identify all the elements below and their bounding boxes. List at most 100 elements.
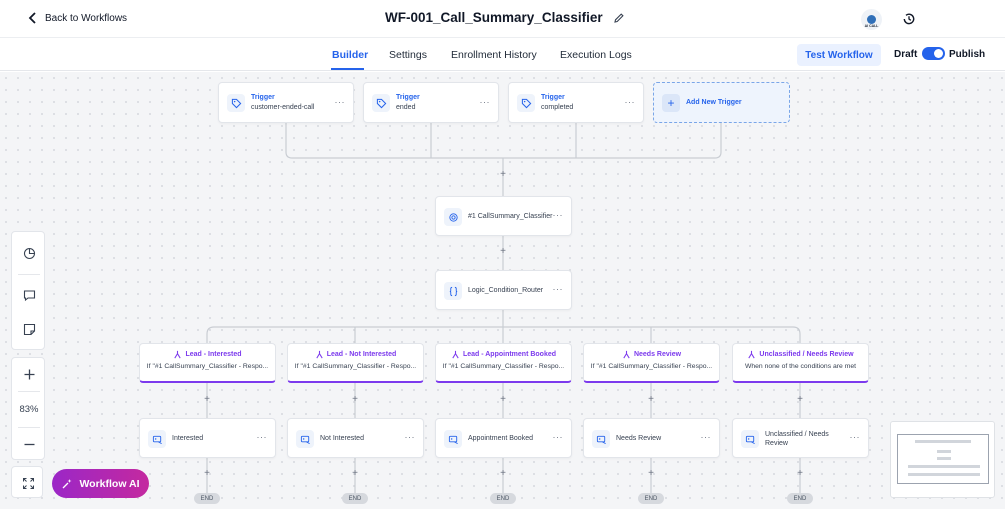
action-node-appointment-booked[interactable]: Appointment Booked ··· bbox=[435, 418, 572, 458]
more-options-icon[interactable]: ··· bbox=[479, 97, 490, 107]
add-step-plus-icon[interactable]: + bbox=[352, 468, 358, 479]
end-marker: END bbox=[787, 493, 813, 504]
action-node-unclassified[interactable]: Unclassified / Needs Review ··· bbox=[732, 418, 869, 458]
more-options-icon[interactable]: ··· bbox=[624, 97, 635, 107]
minimap-node bbox=[908, 473, 980, 476]
tab-settings[interactable]: Settings bbox=[389, 49, 427, 61]
active-tab-indicator bbox=[331, 68, 364, 70]
stats-button[interactable] bbox=[12, 239, 46, 267]
trigger-value: ended bbox=[396, 104, 416, 111]
more-options-icon[interactable]: ··· bbox=[552, 284, 563, 294]
branch-needs-review[interactable]: Needs Review If "#1 CallSummary_Classifi… bbox=[583, 343, 720, 383]
trigger-value: completed bbox=[541, 104, 574, 111]
branch-title: Lead - Not Interested bbox=[288, 350, 423, 359]
avatar[interactable]: AI CALL bbox=[861, 9, 882, 30]
tag-icon bbox=[517, 94, 535, 112]
sticky-note-button[interactable] bbox=[12, 315, 46, 343]
branch-split-icon bbox=[174, 350, 182, 359]
add-step-plus-icon[interactable]: + bbox=[797, 468, 803, 479]
more-options-icon[interactable]: ··· bbox=[256, 432, 267, 442]
branch-condition: If "#1 CallSummary_Classifier - Respo... bbox=[146, 363, 269, 370]
tag-icon bbox=[227, 94, 245, 112]
trigger-card-ended[interactable]: Trigger ended ··· bbox=[363, 82, 499, 123]
back-to-workflows-link[interactable]: Back to Workflows bbox=[27, 12, 127, 24]
chevron-left-icon bbox=[28, 12, 36, 24]
more-options-icon[interactable]: ··· bbox=[552, 432, 563, 442]
tab-execution-logs[interactable]: Execution Logs bbox=[560, 49, 632, 61]
more-options-icon[interactable]: ··· bbox=[404, 432, 415, 442]
branch-lead-appointment-booked[interactable]: Lead - Appointment Booked If "#1 CallSum… bbox=[435, 343, 572, 383]
trigger-type: Trigger bbox=[541, 94, 565, 101]
add-step-plus-icon[interactable]: + bbox=[204, 394, 210, 405]
branch-lead-interested[interactable]: Lead - Interested If "#1 CallSummary_Cla… bbox=[139, 343, 276, 383]
trigger-card-completed[interactable]: Trigger completed ··· bbox=[508, 82, 644, 123]
workflow-ai-button[interactable]: Workflow AI bbox=[52, 469, 149, 498]
branch-split-icon bbox=[623, 350, 630, 359]
sticky-note-icon bbox=[23, 323, 35, 335]
add-step-plus-icon[interactable]: + bbox=[500, 394, 506, 405]
update-tag-icon bbox=[296, 430, 314, 448]
comments-button[interactable] bbox=[12, 281, 46, 309]
publish-toggle[interactable] bbox=[922, 47, 945, 60]
ai-classifier-node[interactable]: #1 CallSummary_Classifier ··· bbox=[435, 196, 572, 236]
action-label: Needs Review bbox=[616, 435, 662, 442]
add-step-plus-icon[interactable]: + bbox=[500, 468, 506, 479]
tab-builder[interactable]: Builder bbox=[332, 49, 369, 61]
minimap-viewport bbox=[897, 434, 989, 484]
test-workflow-button[interactable]: Test Workflow bbox=[797, 44, 881, 66]
branch-split-icon bbox=[452, 350, 459, 359]
add-step-plus-icon[interactable]: + bbox=[648, 468, 654, 479]
divider bbox=[18, 427, 40, 428]
add-step-plus-icon[interactable]: + bbox=[500, 169, 506, 180]
branch-title: Needs Review bbox=[584, 350, 719, 359]
branch-lead-not-interested[interactable]: Lead - Not Interested If "#1 CallSummary… bbox=[287, 343, 424, 383]
magic-wand-icon bbox=[62, 478, 72, 488]
top-header: Back to Workflows WF-001_Call_Summary_Cl… bbox=[0, 0, 1005, 38]
action-node-needs-review[interactable]: Needs Review ··· bbox=[583, 418, 720, 458]
router-node-label: Logic_Condition_Router bbox=[468, 287, 544, 294]
minimap[interactable] bbox=[890, 421, 995, 498]
action-node-interested[interactable]: Interested ··· bbox=[139, 418, 276, 458]
branch-unclassified[interactable]: Unclassified / Needs Review When none of… bbox=[732, 343, 869, 383]
branch-split-icon bbox=[748, 350, 756, 359]
trigger-type: Trigger bbox=[396, 94, 420, 101]
more-options-icon[interactable]: ··· bbox=[552, 210, 563, 220]
add-step-plus-icon[interactable]: + bbox=[500, 246, 506, 257]
router-node[interactable]: Logic_Condition_Router ··· bbox=[435, 270, 572, 310]
zoom-in-button[interactable] bbox=[12, 360, 46, 388]
more-options-icon[interactable]: ··· bbox=[849, 432, 860, 442]
branch-condition: When none of the conditions are met bbox=[744, 363, 857, 370]
tab-enrollment-history[interactable]: Enrollment History bbox=[451, 49, 537, 61]
add-new-trigger-button[interactable]: + Add New Trigger bbox=[653, 82, 790, 123]
update-tag-icon bbox=[592, 430, 610, 448]
add-step-plus-icon[interactable]: + bbox=[204, 468, 210, 479]
pie-chart-icon bbox=[23, 247, 35, 259]
avatar-text: AI CALL bbox=[864, 24, 879, 28]
add-trigger-label: Add New Trigger bbox=[686, 99, 742, 106]
trigger-card-customer-ended-call[interactable]: Trigger customer-ended-call ··· bbox=[218, 82, 354, 123]
more-options-icon[interactable]: ··· bbox=[700, 432, 711, 442]
back-label: Back to Workflows bbox=[45, 12, 128, 24]
add-step-plus-icon[interactable]: + bbox=[797, 394, 803, 405]
minimap-node bbox=[908, 465, 980, 468]
more-options-icon[interactable]: ··· bbox=[334, 97, 345, 107]
add-step-plus-icon[interactable]: + bbox=[648, 394, 654, 405]
branch-title: Lead - Appointment Booked bbox=[436, 350, 571, 359]
comment-icon bbox=[23, 289, 35, 301]
minimap-node bbox=[915, 440, 971, 443]
add-step-plus-icon[interactable]: + bbox=[352, 394, 358, 405]
toggle-knob bbox=[934, 49, 943, 58]
divider bbox=[18, 391, 40, 392]
publish-label: Publish bbox=[949, 49, 986, 60]
workflow-canvas[interactable]: Trigger customer-ended-call ··· Trigger … bbox=[0, 72, 1005, 509]
trigger-type: Trigger bbox=[251, 94, 275, 101]
avatar-logo-icon bbox=[867, 15, 876, 24]
workflow-title: WF-001_Call_Summary_Classifier bbox=[385, 10, 625, 25]
action-node-not-interested[interactable]: Not Interested ··· bbox=[287, 418, 424, 458]
workflow-title-text: WF-001_Call_Summary_Classifier bbox=[385, 10, 603, 25]
fit-view-button[interactable] bbox=[12, 469, 44, 497]
history-icon[interactable] bbox=[902, 12, 916, 26]
draft-label: Draft bbox=[894, 49, 918, 60]
zoom-out-button[interactable] bbox=[12, 430, 46, 458]
pencil-icon[interactable] bbox=[613, 12, 625, 24]
